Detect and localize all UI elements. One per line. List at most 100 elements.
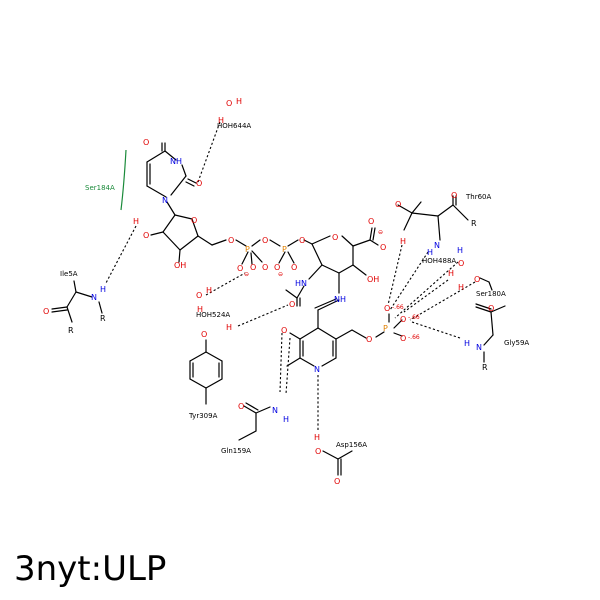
svg-text:N: N (91, 293, 97, 302)
svg-text:H: H (218, 116, 224, 125)
charge-carboxylate: ⊖ (378, 229, 383, 236)
svg-text:OH: OH (174, 261, 186, 270)
charge-phosphate-1: ⊖ (244, 271, 249, 278)
svg-text:N: N (162, 196, 168, 205)
svg-text:O: O (474, 275, 480, 284)
svg-text:H: H (283, 415, 289, 424)
ile5-fragment (51, 280, 103, 323)
svg-text:N: N (272, 406, 278, 415)
svg-text:O: O (143, 138, 149, 147)
partial-charge-1: -.66 (392, 304, 404, 311)
svg-text:O: O (43, 307, 49, 316)
label-asp156: Asp156A (336, 441, 367, 449)
svg-text:H: H (427, 248, 433, 257)
svg-text:P: P (245, 245, 250, 254)
svg-text:O: O (262, 236, 268, 245)
svg-text:R: R (482, 363, 488, 372)
svg-text:O: O (332, 233, 338, 242)
svg-text:NH: NH (334, 295, 346, 304)
svg-text:O: O (315, 447, 321, 456)
svg-text:H: H (448, 269, 454, 278)
label-gly59: Gly59A (504, 339, 529, 347)
svg-text:O: O (395, 200, 401, 209)
atom-labels: O H H O NH O N O O H OH O P O P O O O O … (43, 97, 494, 486)
svg-text:HN: HN (295, 279, 307, 288)
uracil-ring (146, 142, 197, 198)
svg-text:OH: OH (367, 275, 379, 284)
svg-text:O: O (201, 330, 207, 339)
label-hoh488: HOH488A (422, 257, 456, 265)
svg-text:H: H (226, 323, 232, 332)
svg-text:H: H (458, 283, 464, 292)
pyridine-ring (286, 298, 403, 367)
svg-text:H: H (133, 217, 139, 226)
gly59-fragment (475, 303, 506, 363)
svg-text:O: O (196, 291, 202, 300)
svg-text:R: R (471, 219, 477, 228)
svg-text:H: H (236, 97, 242, 106)
svg-text:O: O (237, 264, 243, 273)
svg-text:O: O (238, 402, 244, 411)
svg-text:O: O (400, 334, 406, 343)
partial-charge-3: -.66 (408, 334, 420, 341)
sugar-ring (285, 227, 379, 307)
svg-text:O: O (380, 243, 386, 252)
svg-text:O: O (366, 335, 372, 344)
svg-text:O: O (274, 263, 280, 272)
svg-text:N: N (476, 343, 482, 352)
svg-text:O: O (281, 326, 287, 335)
tyr309-ring (189, 339, 223, 405)
svg-text:R: R (100, 314, 106, 323)
svg-text:O: O (451, 191, 457, 200)
svg-text:O: O (191, 216, 197, 225)
label-gln159: Gln159A (221, 447, 251, 455)
svg-text:O: O (291, 263, 297, 272)
hydrogen-bonds (105, 121, 476, 430)
partial-charge-2: -.66 (408, 314, 420, 321)
svg-text:H: H (314, 433, 320, 442)
label-thr60: Thr60A (465, 193, 491, 201)
svg-text:O: O (196, 179, 202, 188)
svg-text:H: H (206, 286, 212, 295)
svg-text:O: O (289, 300, 295, 309)
svg-text:O: O (143, 231, 149, 240)
ribose-ring (150, 201, 227, 263)
svg-text:P: P (383, 324, 388, 333)
svg-text:O: O (384, 304, 390, 313)
svg-text:O: O (299, 236, 305, 245)
label-ser184: Ser184A (85, 184, 115, 192)
ser180-fragment (479, 277, 493, 291)
svg-text:O: O (368, 217, 374, 226)
svg-text:P: P (282, 245, 287, 254)
svg-text:O: O (228, 236, 234, 245)
svg-text:O: O (250, 263, 256, 272)
asp156-fragment (322, 450, 353, 476)
svg-text:N: N (434, 241, 440, 250)
structure-title: 3nyt:ULP (14, 549, 167, 589)
charge-phosphate-2: ⊖ (278, 271, 283, 278)
label-ser180: Ser180A (476, 290, 506, 298)
svg-text:O: O (458, 259, 464, 268)
label-hoh524: HOH524A (196, 311, 230, 319)
svg-text:O: O (262, 263, 268, 272)
hydrophobic-contact-arc (120, 149, 127, 211)
svg-text:O: O (488, 304, 494, 313)
svg-text:H: H (100, 285, 106, 294)
svg-text:H: H (197, 305, 203, 314)
svg-text:O: O (226, 99, 232, 108)
svg-text:H: H (464, 339, 470, 348)
carbonyl-r-labels: R R R R (68, 219, 488, 372)
label-tyr309: Tyr309A (188, 412, 218, 420)
pyrophosphate (235, 239, 313, 265)
svg-text:R: R (68, 326, 74, 335)
svg-text:H: H (400, 237, 406, 246)
svg-text:NH: NH (170, 157, 182, 166)
label-ile5: Ile5A (60, 270, 78, 278)
svg-text:O: O (400, 315, 406, 324)
gln159-fragment (238, 402, 271, 441)
label-hoh644: HOH644A (217, 122, 251, 130)
thr60-fragment (397, 195, 469, 241)
svg-text:O: O (334, 477, 340, 486)
svg-text:H: H (457, 246, 463, 255)
